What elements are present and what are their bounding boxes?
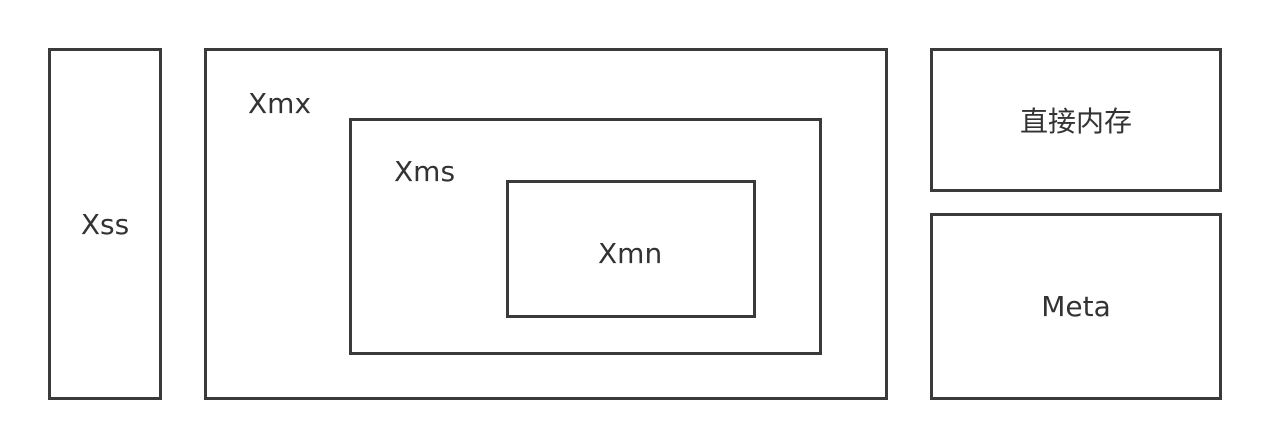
direct-memory-box: 直接内存 — [930, 48, 1222, 192]
xss-box: Xss — [48, 48, 162, 400]
xss-label: Xss — [80, 207, 130, 241]
meta-label: Meta — [1041, 290, 1111, 323]
direct-memory-label: 直接内存 — [1019, 105, 1132, 138]
xmn-label: Xmn — [598, 237, 663, 270]
xmn-box — [506, 180, 756, 318]
meta-box: Meta — [930, 213, 1222, 400]
xmx-label: Xmx — [248, 87, 312, 120]
xms-label: Xms — [394, 155, 456, 188]
